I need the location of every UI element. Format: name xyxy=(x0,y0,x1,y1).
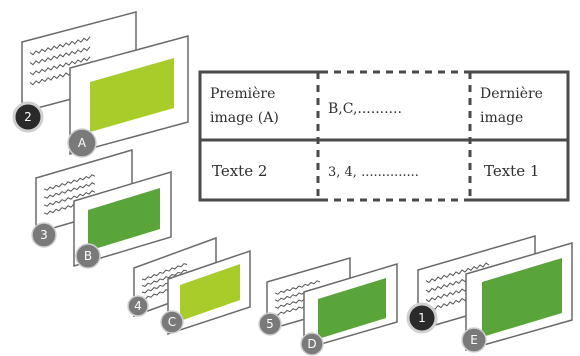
text-line-squiggle xyxy=(141,269,188,287)
cell-last-line2: image xyxy=(480,110,523,126)
text-line-squiggle xyxy=(425,262,490,284)
letter-badge xyxy=(461,327,487,353)
letter-badge-label: B xyxy=(84,249,92,263)
cell-first-line2: image (A) xyxy=(210,110,279,126)
text-line-squiggle xyxy=(43,182,96,199)
letter-badge-label: D xyxy=(307,337,316,351)
letter-badge xyxy=(300,332,324,356)
text-line-squiggle xyxy=(29,46,91,66)
top-border-gap xyxy=(321,69,467,75)
number-badge xyxy=(127,295,149,317)
image-placeholder xyxy=(90,58,174,132)
number-badge-label: 5 xyxy=(266,317,274,331)
cell-last-row2: Texte 1 xyxy=(484,162,539,180)
image-placeholder xyxy=(318,278,386,339)
image-placeholder xyxy=(482,258,562,337)
card-group-a: 2A xyxy=(12,11,189,158)
letter-badge-label: E xyxy=(470,333,478,347)
number-badge-label: 4 xyxy=(134,299,142,313)
cell-first-row2: Texte 2 xyxy=(212,162,267,180)
number-badge xyxy=(31,222,57,248)
image-placeholder xyxy=(180,264,240,321)
cell-first-line1: Première xyxy=(210,86,275,102)
text-line-squiggle xyxy=(274,280,321,295)
text-line-squiggle xyxy=(43,190,96,207)
number-badge xyxy=(258,312,282,336)
text-line-squiggle xyxy=(29,36,91,56)
text-line-squiggle xyxy=(141,263,188,281)
image-placeholder xyxy=(88,188,160,251)
number-badge-label: 2 xyxy=(24,110,32,124)
card-group-c: 4C xyxy=(127,236,251,336)
bottom-border-gap xyxy=(321,197,467,203)
cell-last-line1: Dernière xyxy=(480,86,543,102)
letter-badge-label: C xyxy=(168,315,176,329)
letter-badge xyxy=(160,310,184,334)
number-badge-label: 1 xyxy=(418,311,426,325)
number-badge xyxy=(12,101,44,133)
letter-badge xyxy=(75,243,101,269)
cell-middle-row2: 3, 4, .............. xyxy=(328,165,419,180)
order-table: Première image (A) B,C,.......... Derniè… xyxy=(198,69,570,203)
number-badge-label: 3 xyxy=(40,228,48,242)
letter-badge-label: A xyxy=(78,136,87,150)
cell-middle-row1: B,C,.......... xyxy=(328,101,402,117)
card-group-b: 3B xyxy=(31,149,172,269)
card-group-d: 5D xyxy=(258,257,398,356)
number-badge xyxy=(406,302,438,334)
text-line-squiggle xyxy=(29,56,91,76)
card-group-e: 1E xyxy=(406,235,573,353)
text-line-squiggle xyxy=(43,174,96,191)
letter-badge xyxy=(67,128,97,158)
